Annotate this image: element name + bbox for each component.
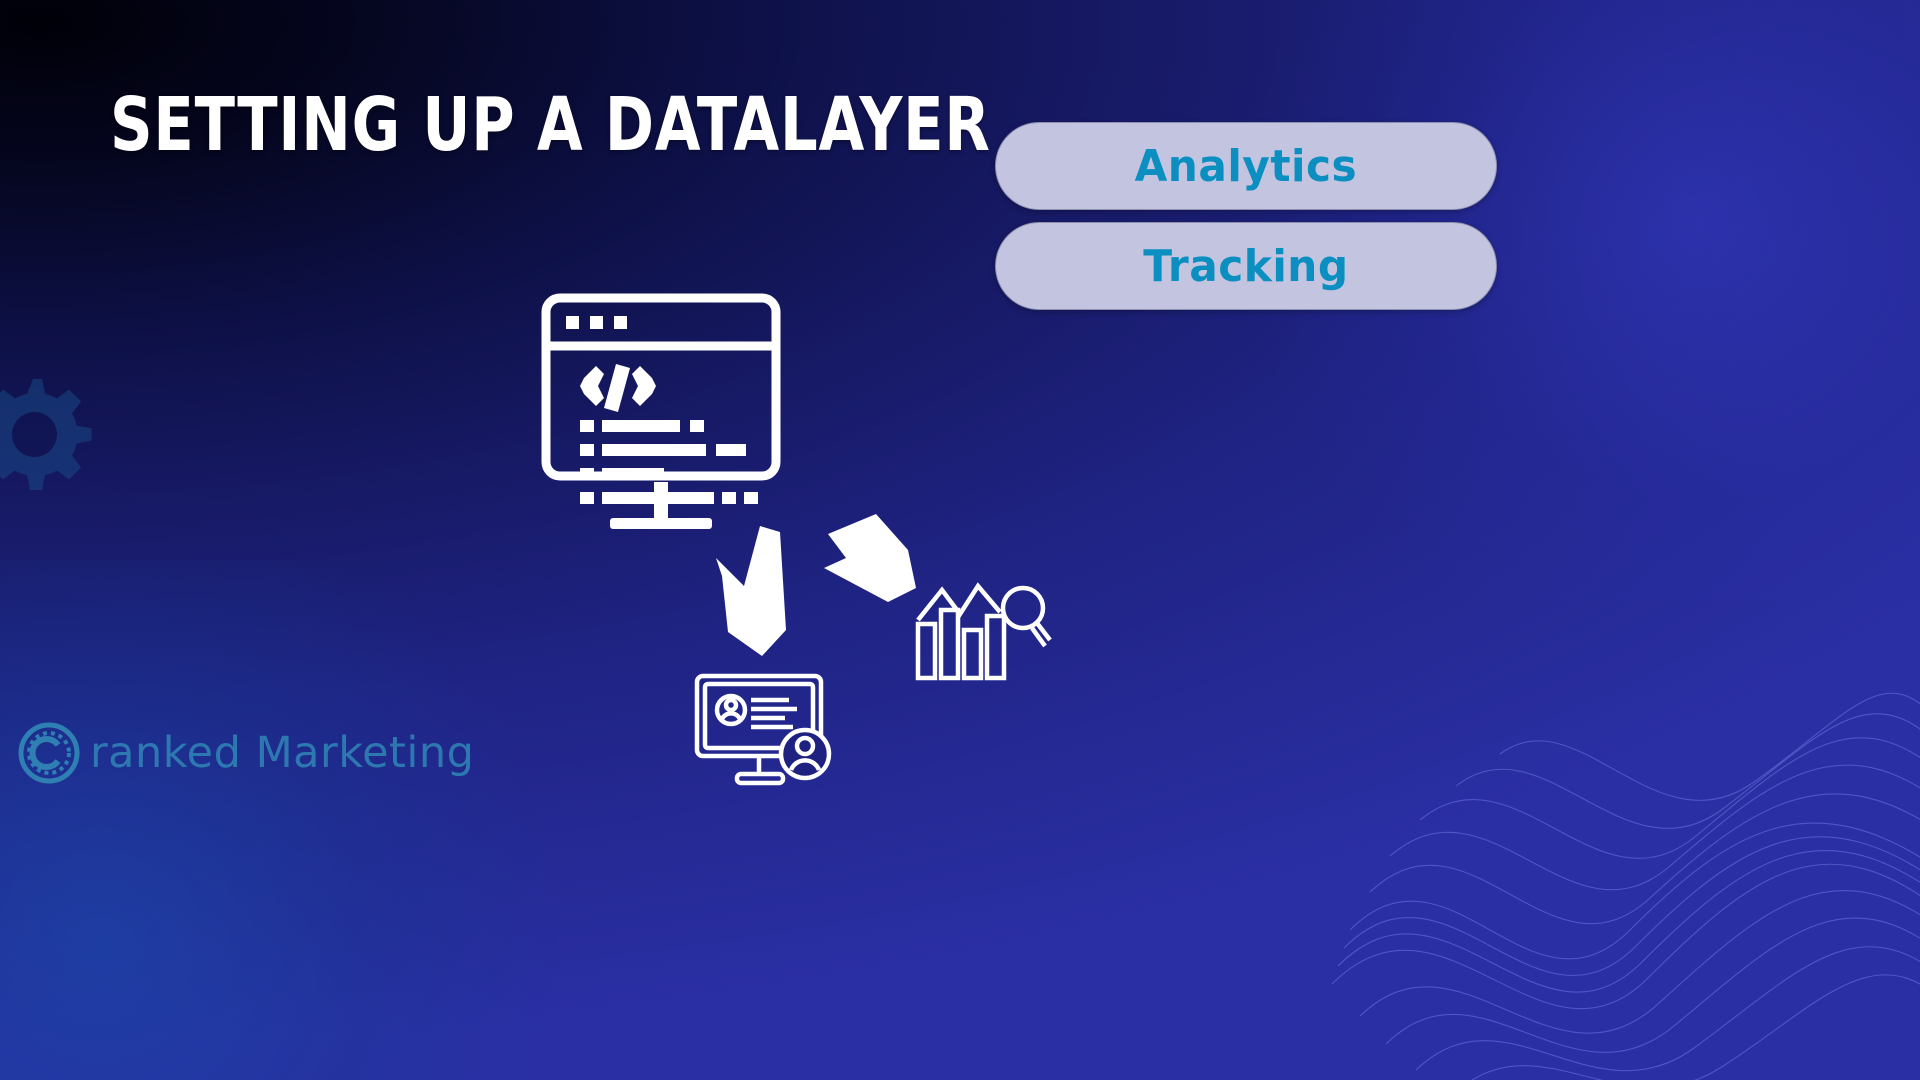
- arrow-down-right-icon: [824, 514, 916, 602]
- bar-chart-search-icon: [915, 582, 1052, 681]
- gear-icon: [0, 379, 92, 490]
- copyright-c-icon: [18, 722, 80, 784]
- user-profile-monitor-icon: [694, 673, 832, 786]
- page-title: SETTING UP A DATALAYER: [110, 82, 991, 168]
- tag-pill-group: Analytics Tracking: [995, 122, 1497, 322]
- pill-tracking-label: Tracking: [1143, 240, 1349, 292]
- code-monitor-icon: [541, 293, 781, 529]
- pill-tracking[interactable]: Tracking: [995, 222, 1497, 310]
- background-glow-bottom-left: [0, 560, 640, 1080]
- pill-analytics-label: Analytics: [1134, 140, 1358, 192]
- brand-logo-text: ranked Marketing: [90, 728, 475, 778]
- brand-logo: ranked Marketing: [18, 722, 474, 784]
- arrow-down-left-icon: [716, 526, 786, 656]
- wave-lines-decoration: [1331, 692, 1920, 1080]
- pill-analytics[interactable]: Analytics: [995, 122, 1497, 210]
